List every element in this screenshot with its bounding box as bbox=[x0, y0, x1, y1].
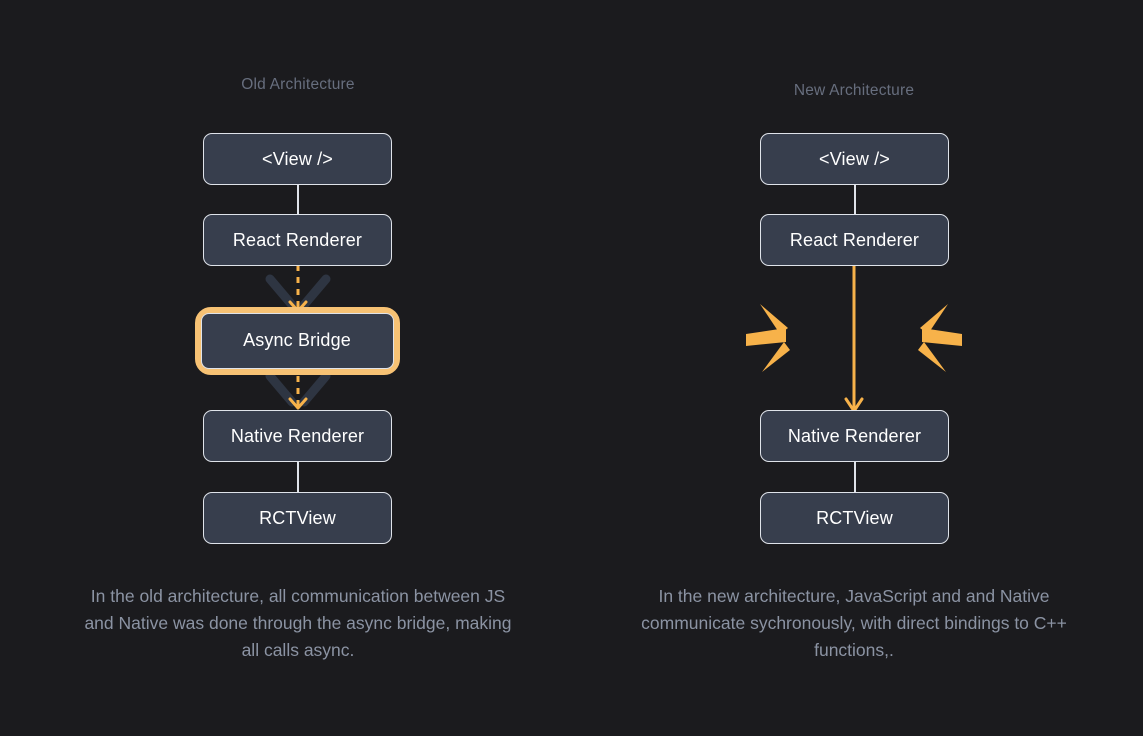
caption-new-architecture: In the new architecture, JavaScript and … bbox=[641, 586, 1067, 660]
connector-view-to-react-new bbox=[854, 184, 857, 215]
node-native-renderer-old[interactable]: Native Renderer bbox=[203, 410, 392, 462]
bridge-removed-burst-icon bbox=[746, 304, 962, 372]
highlight-ring-async-bridge: Async Bridge bbox=[195, 307, 400, 375]
node-native-renderer-new[interactable]: Native Renderer bbox=[760, 410, 949, 462]
connector-native-to-rct-old bbox=[297, 461, 300, 493]
node-rctview-new[interactable]: RCTView bbox=[760, 492, 949, 544]
column-title-old: Old Architecture bbox=[241, 76, 355, 93]
node-rctview-old[interactable]: RCTView bbox=[203, 492, 392, 544]
connector-react-to-native-solid-arrow-icon bbox=[844, 262, 864, 413]
column-old-architecture: Old Architecture <View /> React Renderer… bbox=[84, 0, 511, 736]
node-react-renderer-old[interactable]: React Renderer bbox=[203, 214, 392, 266]
node-async-bridge[interactable]: Async Bridge bbox=[200, 312, 394, 369]
connector-bridge-to-native-dashed-arrow-icon bbox=[265, 364, 331, 410]
column-title-new: New Architecture bbox=[793, 82, 915, 99]
node-react-renderer-new[interactable]: React Renderer bbox=[760, 214, 949, 266]
connector-view-to-react-old bbox=[297, 184, 300, 215]
node-view-old[interactable]: <View /> bbox=[203, 133, 392, 185]
caption-old-architecture: In the old architecture, all communicati… bbox=[84, 586, 512, 660]
connector-native-to-rct-new bbox=[854, 461, 857, 493]
column-new-architecture: New Architecture <View /> React Renderer… bbox=[641, 0, 1067, 736]
node-view-new[interactable]: <View /> bbox=[760, 133, 949, 185]
connector-react-to-bridge-dashed-arrow-icon bbox=[265, 265, 331, 313]
